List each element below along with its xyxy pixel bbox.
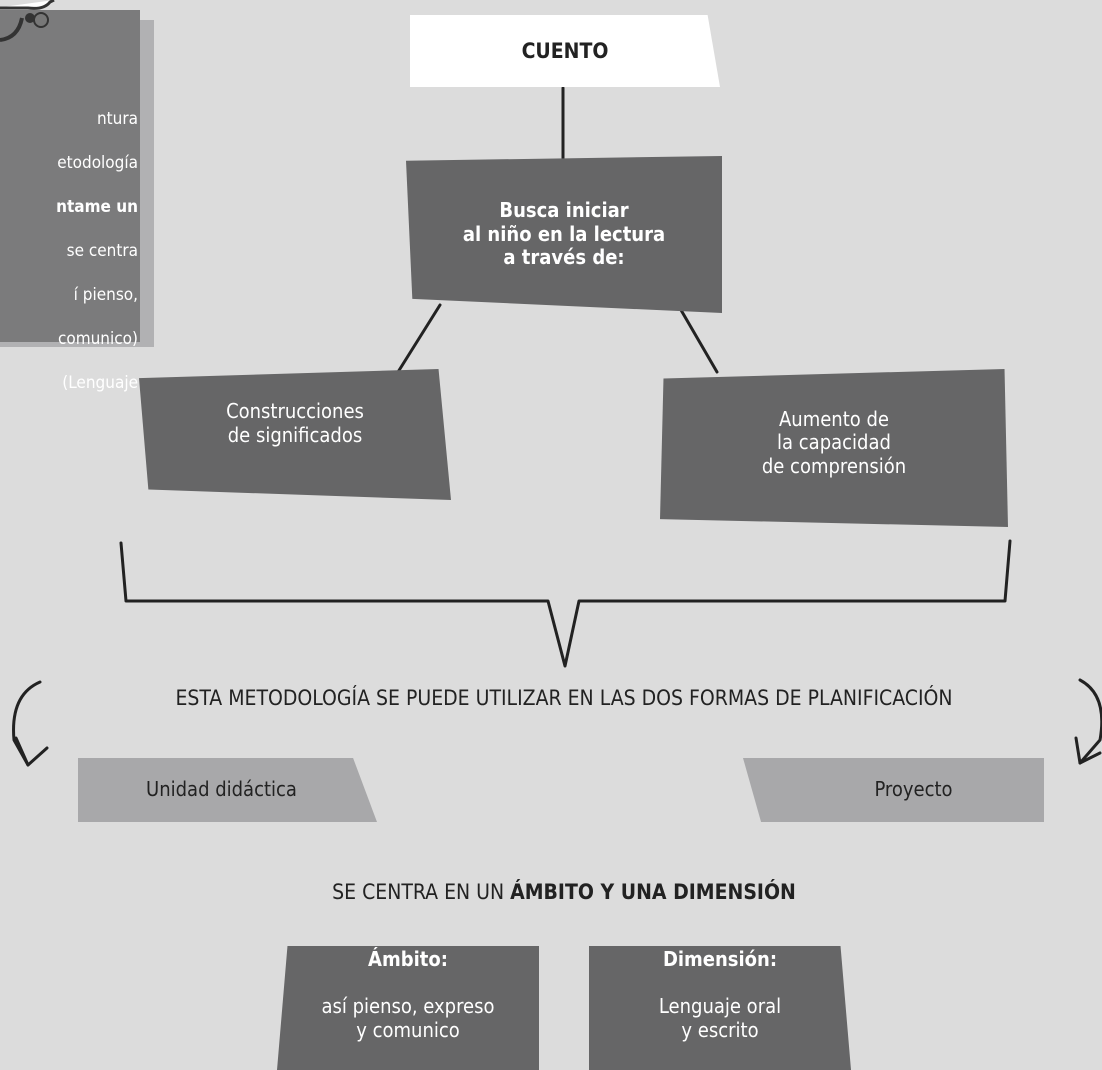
- cuento-label: CUENTO: [521, 38, 609, 63]
- right-arrowhead: [1074, 736, 1102, 765]
- aumento-label: Aumento de la capacidad de comprensión: [761, 406, 907, 478]
- aumento-box: Aumento de la capacidad de comprensión: [660, 369, 1008, 527]
- dimension-body: Lenguaje oral y escrito: [658, 994, 782, 1042]
- busca-label: Busca iniciar al niño en la lectura a tr…: [462, 198, 666, 270]
- centra-text: SE CENTRA EN UN ÁMBITO Y UNA DIMENSIÓN: [84, 880, 1044, 904]
- unidad-didactica-box: Unidad didáctica: [78, 758, 377, 822]
- bracket: [119, 539, 1012, 668]
- construcciones-box: Construcciones de significados: [139, 369, 451, 500]
- connector-left: [396, 303, 442, 374]
- centra-bold: ÁMBITO Y UNA DIMENSIÓN: [510, 880, 796, 904]
- left-curved-arrow: [12, 680, 42, 767]
- ambito-box: Ámbito: así pienso, expreso y comunico: [277, 946, 539, 1070]
- dimension-box: Dimensión: Lenguaje oral y escrito: [589, 946, 851, 1070]
- unidad-didactica-label: Unidad didáctica: [146, 777, 297, 802]
- left-arrowhead: [14, 736, 49, 767]
- mascot-icon: [0, 0, 55, 42]
- proyecto-box: Proyecto: [743, 758, 1044, 822]
- busca-box: Busca iniciar al niño en la lectura a tr…: [406, 156, 722, 313]
- side-note-text: ntura etodología ntame un se centra í pi…: [56, 109, 138, 393]
- metodologia-text: ESTA METODOLOGÍA SE PUEDE UTILIZAR EN LA…: [175, 686, 953, 710]
- ambito-body: así pienso, expreso y comunico: [321, 994, 495, 1042]
- ambito-title: Ámbito:: [368, 946, 448, 971]
- connector-right: [679, 308, 719, 374]
- right-curved-arrow: [1078, 678, 1102, 765]
- dimension-title: Dimensión:: [662, 946, 778, 971]
- cuento-box: CUENTO: [410, 15, 720, 87]
- side-note-card: [0, 10, 140, 342]
- construcciones-label: Construcciones de significados: [226, 398, 364, 447]
- centra-prefix: SE CENTRA EN UN: [332, 880, 511, 904]
- proyecto-label: Proyecto: [874, 777, 953, 802]
